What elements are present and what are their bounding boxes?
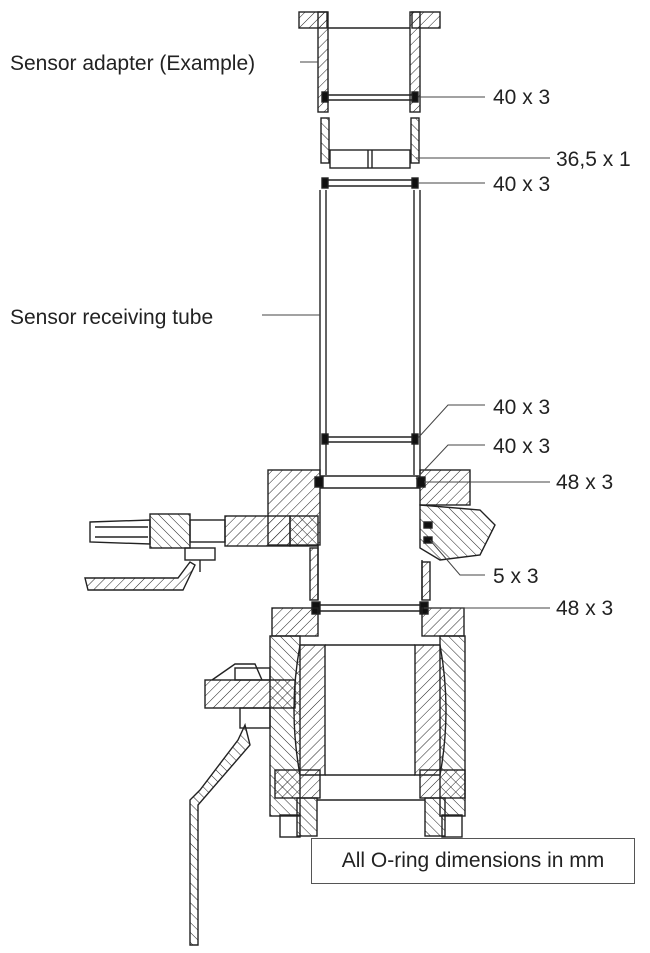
callout-oring-5x3: 5 x 3	[493, 565, 539, 588]
label-sensor-receiving-tube: Sensor receiving tube	[10, 306, 213, 329]
units-note: All O-ring dimensions in mm	[311, 838, 635, 884]
callout-oring-40x3-bottom: 40 x 3	[493, 435, 550, 458]
callout-oring-48x3-lower: 48 x 3	[556, 597, 613, 620]
callout-oring-48x3-upper: 48 x 3	[556, 471, 613, 494]
leader-lines	[262, 61, 550, 609]
ball-valve	[189, 601, 466, 946]
label-sensor-adapter: Sensor adapter (Example)	[10, 52, 255, 75]
sensor-receiving-tube	[319, 190, 421, 475]
callout-oring-40x3-lower: 40 x 3	[493, 396, 550, 419]
sensor-adapter	[298, 11, 441, 189]
callout-oring-36-5x1: 36,5 x 1	[556, 148, 631, 171]
callout-oring-40x3-upper: 40 x 3	[493, 173, 550, 196]
callout-oring-40x3-top: 40 x 3	[493, 86, 550, 109]
left-side-valve	[84, 513, 319, 591]
